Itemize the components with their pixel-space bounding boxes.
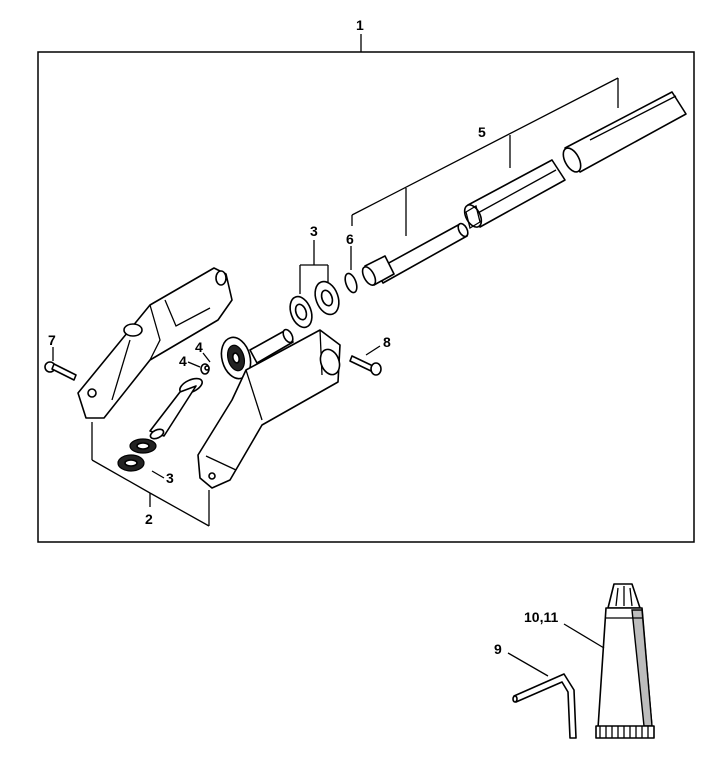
screw-7[interactable]	[44, 361, 77, 381]
callout-5: 5	[478, 124, 486, 140]
callout-4-left: 4	[179, 353, 187, 369]
callout-4-leader-b	[202, 352, 211, 363]
callout-9-leader	[507, 652, 549, 677]
drive-shaft[interactable]	[360, 222, 470, 287]
callout-3-upper: 3	[310, 223, 318, 239]
hex-key[interactable]	[512, 673, 577, 739]
ball-bearing-upper[interactable]	[286, 278, 343, 330]
pinion-shaft[interactable]	[149, 375, 204, 440]
circlip[interactable]	[343, 272, 359, 294]
drive-tube[interactable]	[461, 91, 687, 230]
callout-7: 7	[48, 332, 56, 348]
gear-housing-left[interactable]	[77, 267, 233, 419]
callout-3-upper-bracket	[299, 240, 329, 294]
gear-housing-right[interactable]	[197, 329, 343, 489]
screw-8[interactable]	[349, 355, 382, 376]
callout-9: 9	[494, 641, 502, 657]
callout-4-top: 4	[195, 339, 203, 355]
callout-3-lower-leader	[151, 470, 165, 479]
callout-2: 2	[145, 511, 153, 527]
callout-3-lower: 3	[166, 470, 174, 486]
callout-4-leader-a	[187, 361, 201, 368]
callout-8: 8	[383, 334, 391, 350]
callout-8-leader	[365, 345, 381, 356]
bevel-gear-shaft[interactable]	[217, 328, 295, 382]
callout-6: 6	[346, 231, 354, 247]
callout-10-11: 10,11	[524, 609, 558, 625]
assembly-frame	[37, 51, 695, 543]
callout-1: 1	[356, 17, 364, 33]
grease-tube[interactable]	[595, 583, 655, 739]
callout-5-bracket	[351, 77, 619, 236]
small-pin[interactable]	[200, 363, 210, 375]
callout-2-bracket	[91, 422, 210, 527]
callout-10-11-leader	[563, 623, 605, 649]
needle-bearing-lower[interactable]	[117, 438, 157, 472]
